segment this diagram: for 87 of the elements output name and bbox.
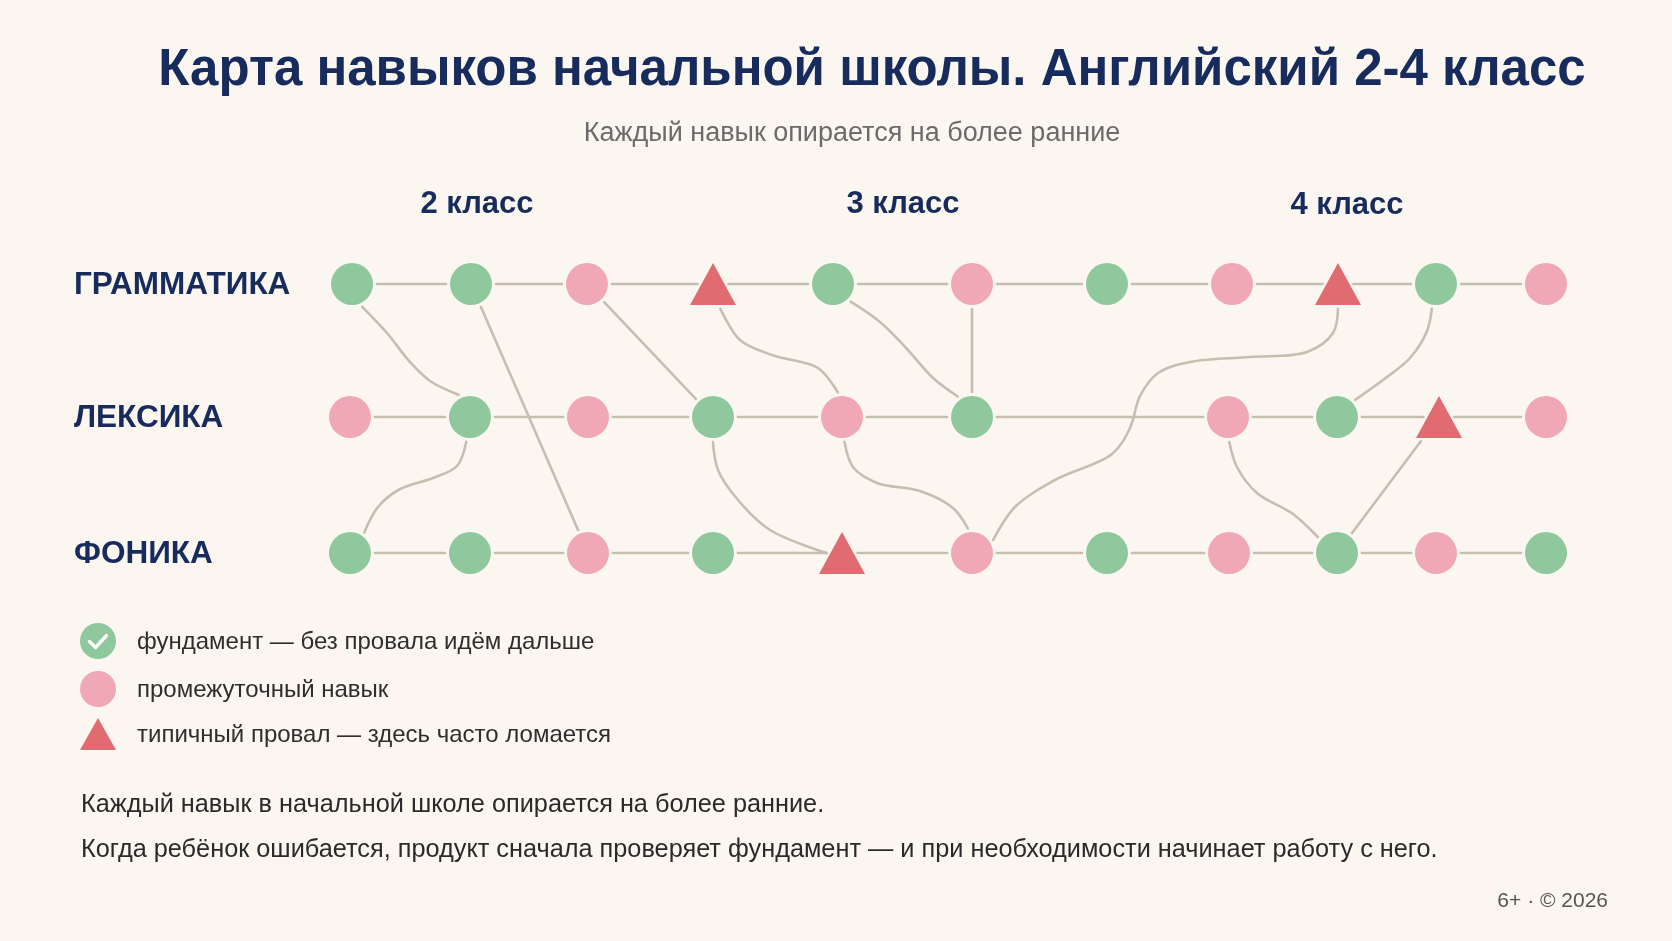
connector-line: [611, 415, 690, 419]
connector-line: [1453, 415, 1523, 419]
circle-node: [1316, 396, 1358, 438]
connector-line: [375, 282, 448, 286]
connector-line: [970, 307, 974, 394]
circle-node: [1525, 396, 1567, 438]
circle-node: [1207, 396, 1249, 438]
circle-node: [567, 396, 609, 438]
circle-node: [1208, 532, 1250, 574]
circle-node: [1415, 263, 1457, 305]
connector-line: [865, 415, 949, 419]
connector-line: [1251, 415, 1314, 419]
connector-line: [1459, 551, 1523, 555]
connector-line: [362, 440, 468, 534]
connector-line: [493, 551, 565, 555]
connector-line: [610, 282, 699, 286]
connector-line: [849, 300, 960, 398]
connector-line: [1353, 307, 1434, 402]
triangle-node: [1315, 263, 1361, 305]
triangle-node: [819, 532, 865, 574]
circle-node: [951, 532, 993, 574]
connector-line: [602, 300, 698, 401]
title: Карта навыков начальной школы. Английский 2-4 класс: [158, 38, 1586, 99]
connector-line: [995, 551, 1084, 555]
circle-node: [450, 263, 492, 305]
circle-node: [331, 263, 373, 305]
circle-node: [566, 263, 608, 305]
legend-label: типичный провал — здесь часто ломается: [137, 719, 612, 749]
connector-line: [1227, 440, 1320, 539]
circle-node: [1316, 532, 1358, 574]
note-text: Каждый навык в начальной школе опирается на более ранние.: [81, 787, 825, 819]
connector-line: [479, 305, 580, 532]
circle-node: [821, 396, 863, 438]
connector-line: [843, 440, 970, 530]
row-heading: ФОНИКА: [74, 534, 213, 572]
row-heading: ЛЕКСИКА: [74, 398, 224, 436]
row-heading: ГРАММАТИКА: [74, 265, 291, 303]
connector-line: [1252, 551, 1314, 555]
circle-node: [1086, 263, 1128, 305]
connector-line: [360, 305, 460, 397]
circle-node: [329, 396, 371, 438]
column-heading: 3 класс: [846, 184, 960, 222]
circle-node: [1415, 532, 1457, 574]
connector-line: [727, 282, 810, 286]
note-text: Когда ребёнок ошибается, продукт сначала проверяет фундамент — и при необходимости начинает работу с него.: [81, 832, 1438, 864]
subtitle: Каждый навык опирается на более ранние: [583, 115, 1121, 149]
connector-line: [611, 551, 690, 555]
connector-line: [1459, 282, 1523, 286]
connector-line: [856, 282, 949, 286]
circle-node: [449, 396, 491, 438]
circle-node: [692, 396, 734, 438]
circle-node: [951, 396, 993, 438]
circle-node: [692, 532, 734, 574]
connector-line: [493, 415, 565, 419]
circle-node: [449, 532, 491, 574]
connector-line: [1360, 551, 1413, 555]
column-heading: 4 класс: [1290, 185, 1404, 223]
legend-label: фундамент — без провала идём дальше: [137, 626, 595, 656]
connector-line: [995, 415, 1205, 419]
circle-node: [329, 532, 371, 574]
circle-node: [567, 532, 609, 574]
connector-line: [1350, 439, 1423, 535]
connector-line: [1255, 282, 1324, 286]
legend-label: промежуточный навык: [137, 674, 389, 704]
circle-node: [951, 263, 993, 305]
connector-line: [494, 282, 564, 286]
connector-line: [1130, 551, 1206, 555]
circle-node: [1525, 532, 1567, 574]
connector-line: [719, 307, 840, 394]
circle-node: [812, 263, 854, 305]
connector-line: [1360, 415, 1425, 419]
connector-line: [373, 551, 447, 555]
connector-line: [1352, 282, 1413, 286]
connector-line: [711, 440, 828, 555]
connector-line: [1130, 282, 1209, 286]
footer-text: 6+ · © 2026: [1497, 887, 1608, 913]
connector-line: [995, 282, 1084, 286]
triangle-node: [690, 263, 736, 305]
connector-line: [373, 415, 447, 419]
connector-line: [736, 415, 819, 419]
connector-line: [856, 551, 949, 555]
triangle-node: [1416, 396, 1462, 438]
circle-node: [1086, 532, 1128, 574]
circle-node: [1211, 263, 1253, 305]
circle-node: [1525, 263, 1567, 305]
connector-line: [991, 307, 1340, 542]
column-heading: 2 класс: [420, 184, 534, 222]
